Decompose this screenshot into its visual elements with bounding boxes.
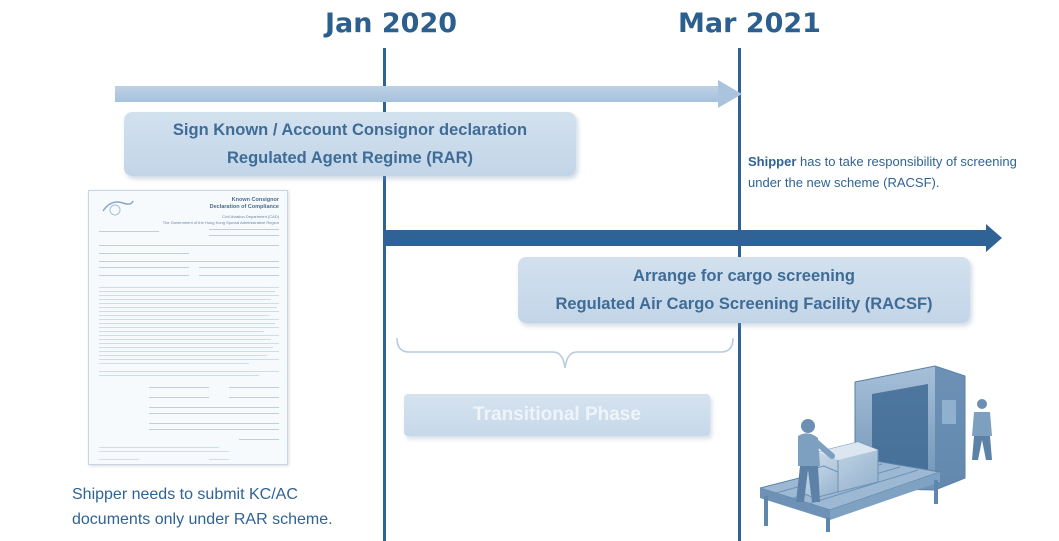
date-label-mar-2021: Mar 2021 <box>678 8 821 39</box>
rar-box-line1: Sign Known / Account Consignor declarati… <box>172 121 528 139</box>
shipper-note-left-line1: Shipper needs to submit KC/AC <box>72 486 298 503</box>
racsf-box-line1: Arrange for cargo screening <box>633 267 855 285</box>
racsf-box-line2: Regulated Air Cargo Screening Facility (… <box>555 295 933 313</box>
timeline-marker-jan-2020 <box>383 48 386 541</box>
rar-box-line2: Regulated Agent Regime (RAR) <box>227 149 473 167</box>
shipper-note-rest: has to take responsibility of screening … <box>748 154 1017 190</box>
racsf-period-arrow <box>383 230 988 246</box>
shipper-note-right: Shipper has to take responsibility of sc… <box>748 151 1028 193</box>
document-logo-icon <box>102 200 134 216</box>
rar-box: Sign Known / Account Consignor declarati… <box>124 112 576 176</box>
shipper-note-left-line2: documents only under RAR scheme. <box>72 511 333 528</box>
transitional-phase-box: Transitional Phase <box>404 394 710 436</box>
doc-dept: Civil Aviation Department (CAD) <box>222 214 279 219</box>
shipper-note-left: Shipper needs to submit KC/AC documents … <box>72 482 382 532</box>
shipper-bold: Shipper <box>748 154 797 169</box>
rar-period-arrow <box>115 86 720 102</box>
doc-title-1: Known Consignor <box>231 197 279 203</box>
doc-title-2: Declaration of Compliance <box>209 204 279 210</box>
racsf-arrow-head <box>986 224 1002 252</box>
doc-org: The Government of the Hong Kong Special … <box>162 220 279 225</box>
racsf-box: Arrange for cargo screening Regulated Ai… <box>518 257 970 323</box>
date-label-jan-2020: Jan 2020 <box>325 8 458 39</box>
rar-arrow-head <box>718 80 742 108</box>
transitional-brace <box>396 337 734 369</box>
cargo-screening-illustration <box>760 365 992 532</box>
document-icon: Known Consignor Declaration of Complianc… <box>88 190 288 465</box>
